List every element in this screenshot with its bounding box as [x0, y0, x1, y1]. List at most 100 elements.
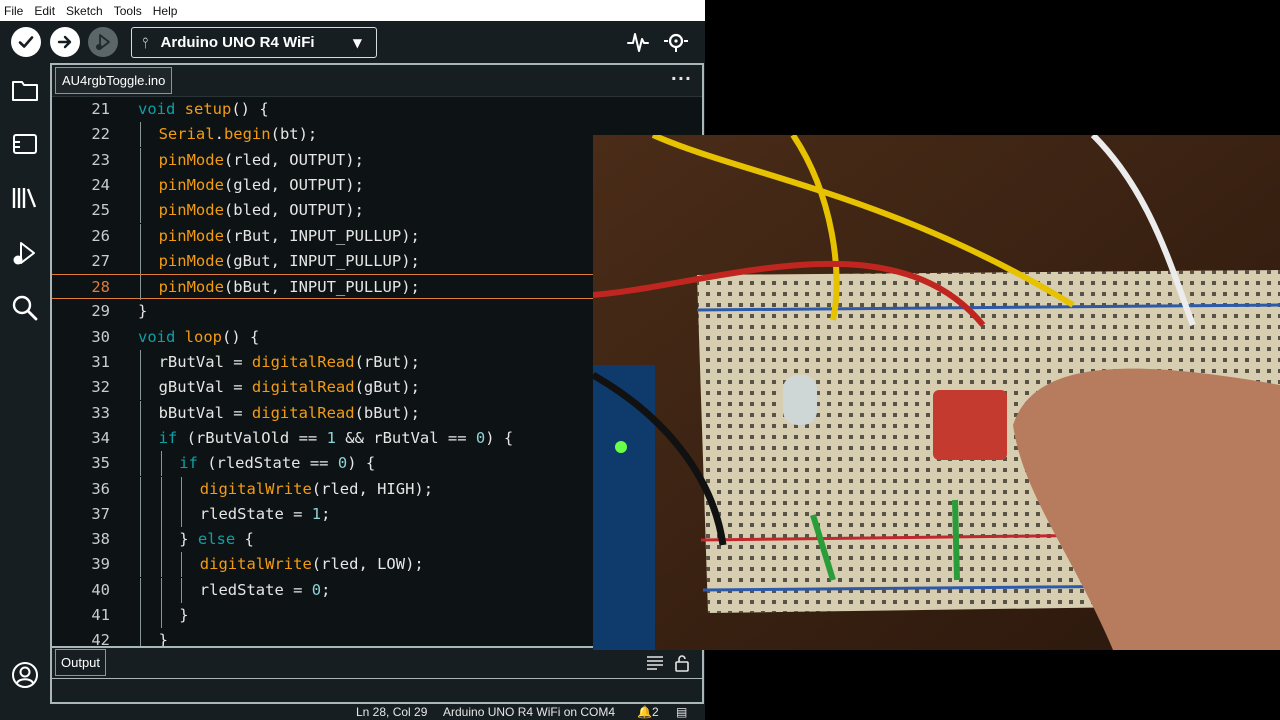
code-token: (rBut, INPUT_PULLUP); — [223, 226, 420, 245]
code-token: (bBut, INPUT_PULLUP); — [223, 278, 420, 297]
line-number: 28 — [91, 278, 110, 297]
search-icon[interactable] — [10, 293, 40, 323]
red-push-button — [933, 390, 1007, 460]
line-number: 41 — [91, 606, 110, 624]
code-token: 1 — [311, 504, 322, 523]
checkmark-icon — [18, 36, 34, 48]
finger — [1013, 368, 1280, 650]
code-token: () { — [222, 327, 260, 346]
code-line[interactable]: 29} — [52, 299, 702, 324]
code-token: void — [138, 327, 176, 346]
arrow-right-icon — [57, 35, 72, 49]
indent-guide — [140, 425, 141, 451]
indent-guide — [160, 476, 162, 502]
code-line[interactable]: 35 if (rledState == 0) { — [52, 451, 702, 477]
code-token: digitalWrite — [199, 479, 312, 498]
menu-help[interactable]: Help — [152, 3, 178, 18]
code-text: rledState = 0; — [200, 578, 331, 603]
line-number: 23 — [91, 150, 110, 169]
indent-guide — [181, 552, 183, 578]
code-token: } — [138, 302, 148, 321]
indent-guide — [160, 577, 162, 603]
serial-monitor-icon[interactable] — [662, 30, 690, 54]
code-token: 0 — [475, 428, 486, 447]
serial-plotter-icon[interactable] — [626, 30, 650, 54]
account-icon[interactable] — [10, 660, 40, 690]
line-number: 34 — [91, 428, 110, 447]
output-tab[interactable]: Output — [55, 649, 107, 676]
code-token: (gled, OUTPUT); — [223, 175, 364, 194]
boards-manager-icon[interactable] — [10, 129, 40, 159]
code-token: pinMode — [158, 251, 224, 270]
code-line[interactable]: 41} — [52, 603, 702, 628]
indent-guide — [140, 350, 141, 375]
code-line[interactable]: 38} else { — [52, 527, 702, 553]
menu-bar: File Edit Sketch Tools Help — [0, 0, 705, 21]
status-bar: Ln 28, Col 29 Arduino UNO R4 WiFi on COM… — [0, 704, 705, 720]
code-token: (rBut); — [354, 353, 420, 371]
line-number: 24 — [91, 175, 110, 194]
line-number: 40 — [91, 580, 110, 599]
indent-guide — [140, 248, 141, 274]
board-selector[interactable]: ⫯ Arduino UNO R4 WiFi ▼ — [131, 27, 377, 58]
code-text: bButVal = digitalRead(bBut); — [159, 401, 420, 426]
indent-guide — [140, 375, 141, 401]
code-text: if (rledState == 0) { — [179, 451, 375, 476]
debug-button[interactable] — [88, 27, 118, 57]
menu-file[interactable]: File — [4, 3, 24, 18]
code-text: } — [159, 628, 168, 646]
folder-icon[interactable] — [10, 75, 40, 105]
board-port-status[interactable]: Arduino UNO R4 WiFi on COM4 — [443, 705, 616, 719]
indent-guide — [140, 476, 141, 502]
line-number: 42 — [91, 631, 110, 648]
menu-edit[interactable]: Edit — [34, 3, 56, 18]
scroll-lock-icon[interactable] — [674, 654, 690, 672]
code-token: && rButVal == — [335, 428, 476, 447]
output-panel: Output — [50, 648, 704, 704]
toolbar: ⫯ Arduino UNO R4 WiFi ▼ — [0, 21, 705, 63]
code-token: (rled, HIGH); — [311, 479, 434, 498]
code-token: (rledState == — [197, 454, 338, 473]
menu-sketch[interactable]: Sketch — [66, 3, 103, 18]
code-token: ; — [321, 504, 331, 523]
indent-guide — [140, 275, 141, 301]
notification-bell-icon[interactable]: 🔔 — [637, 705, 652, 719]
code-token — [175, 328, 184, 346]
verify-button[interactable] — [11, 27, 41, 57]
clear-output-icon[interactable] — [646, 655, 664, 671]
code-token: pinMode — [158, 226, 224, 245]
line-number: 35 — [91, 454, 110, 473]
code-token: } — [179, 606, 189, 624]
menu-tools[interactable]: Tools — [113, 3, 142, 18]
code-line[interactable]: 40 rledState = 0; — [52, 577, 702, 603]
tab-options-icon[interactable]: ··· — [670, 69, 692, 88]
debug-icon[interactable] — [10, 239, 40, 269]
indent-guide — [181, 577, 183, 603]
code-token: . — [214, 125, 224, 144]
library-icon[interactable] — [10, 183, 40, 213]
power-led — [615, 441, 627, 453]
upload-button[interactable] — [50, 27, 80, 57]
code-line[interactable]: 42} — [52, 628, 702, 648]
code-token — [175, 100, 184, 118]
red-wire — [593, 260, 986, 327]
toggle-panel-icon[interactable]: ▤ — [676, 705, 688, 719]
sketch-file-tab[interactable]: AU4rgbToggle.ino — [55, 67, 173, 94]
